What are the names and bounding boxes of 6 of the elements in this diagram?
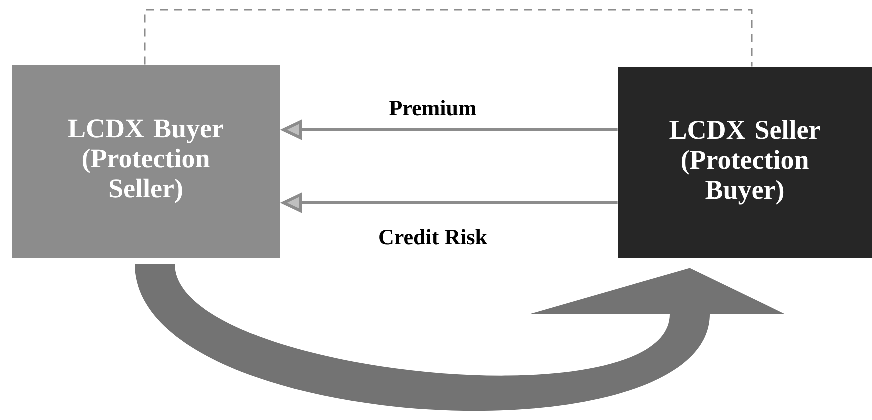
party-box: LCDX Seller (Protection Buyer): [618, 67, 872, 258]
curved-arrow: [135, 264, 786, 411]
edge-label: Credit Risk: [380, 229, 488, 245]
party-box: LCDX Buyer (Protection Seller): [12, 65, 280, 258]
edge-label: Premium: [390, 100, 476, 116]
connector-line: [144, 9, 753, 67]
